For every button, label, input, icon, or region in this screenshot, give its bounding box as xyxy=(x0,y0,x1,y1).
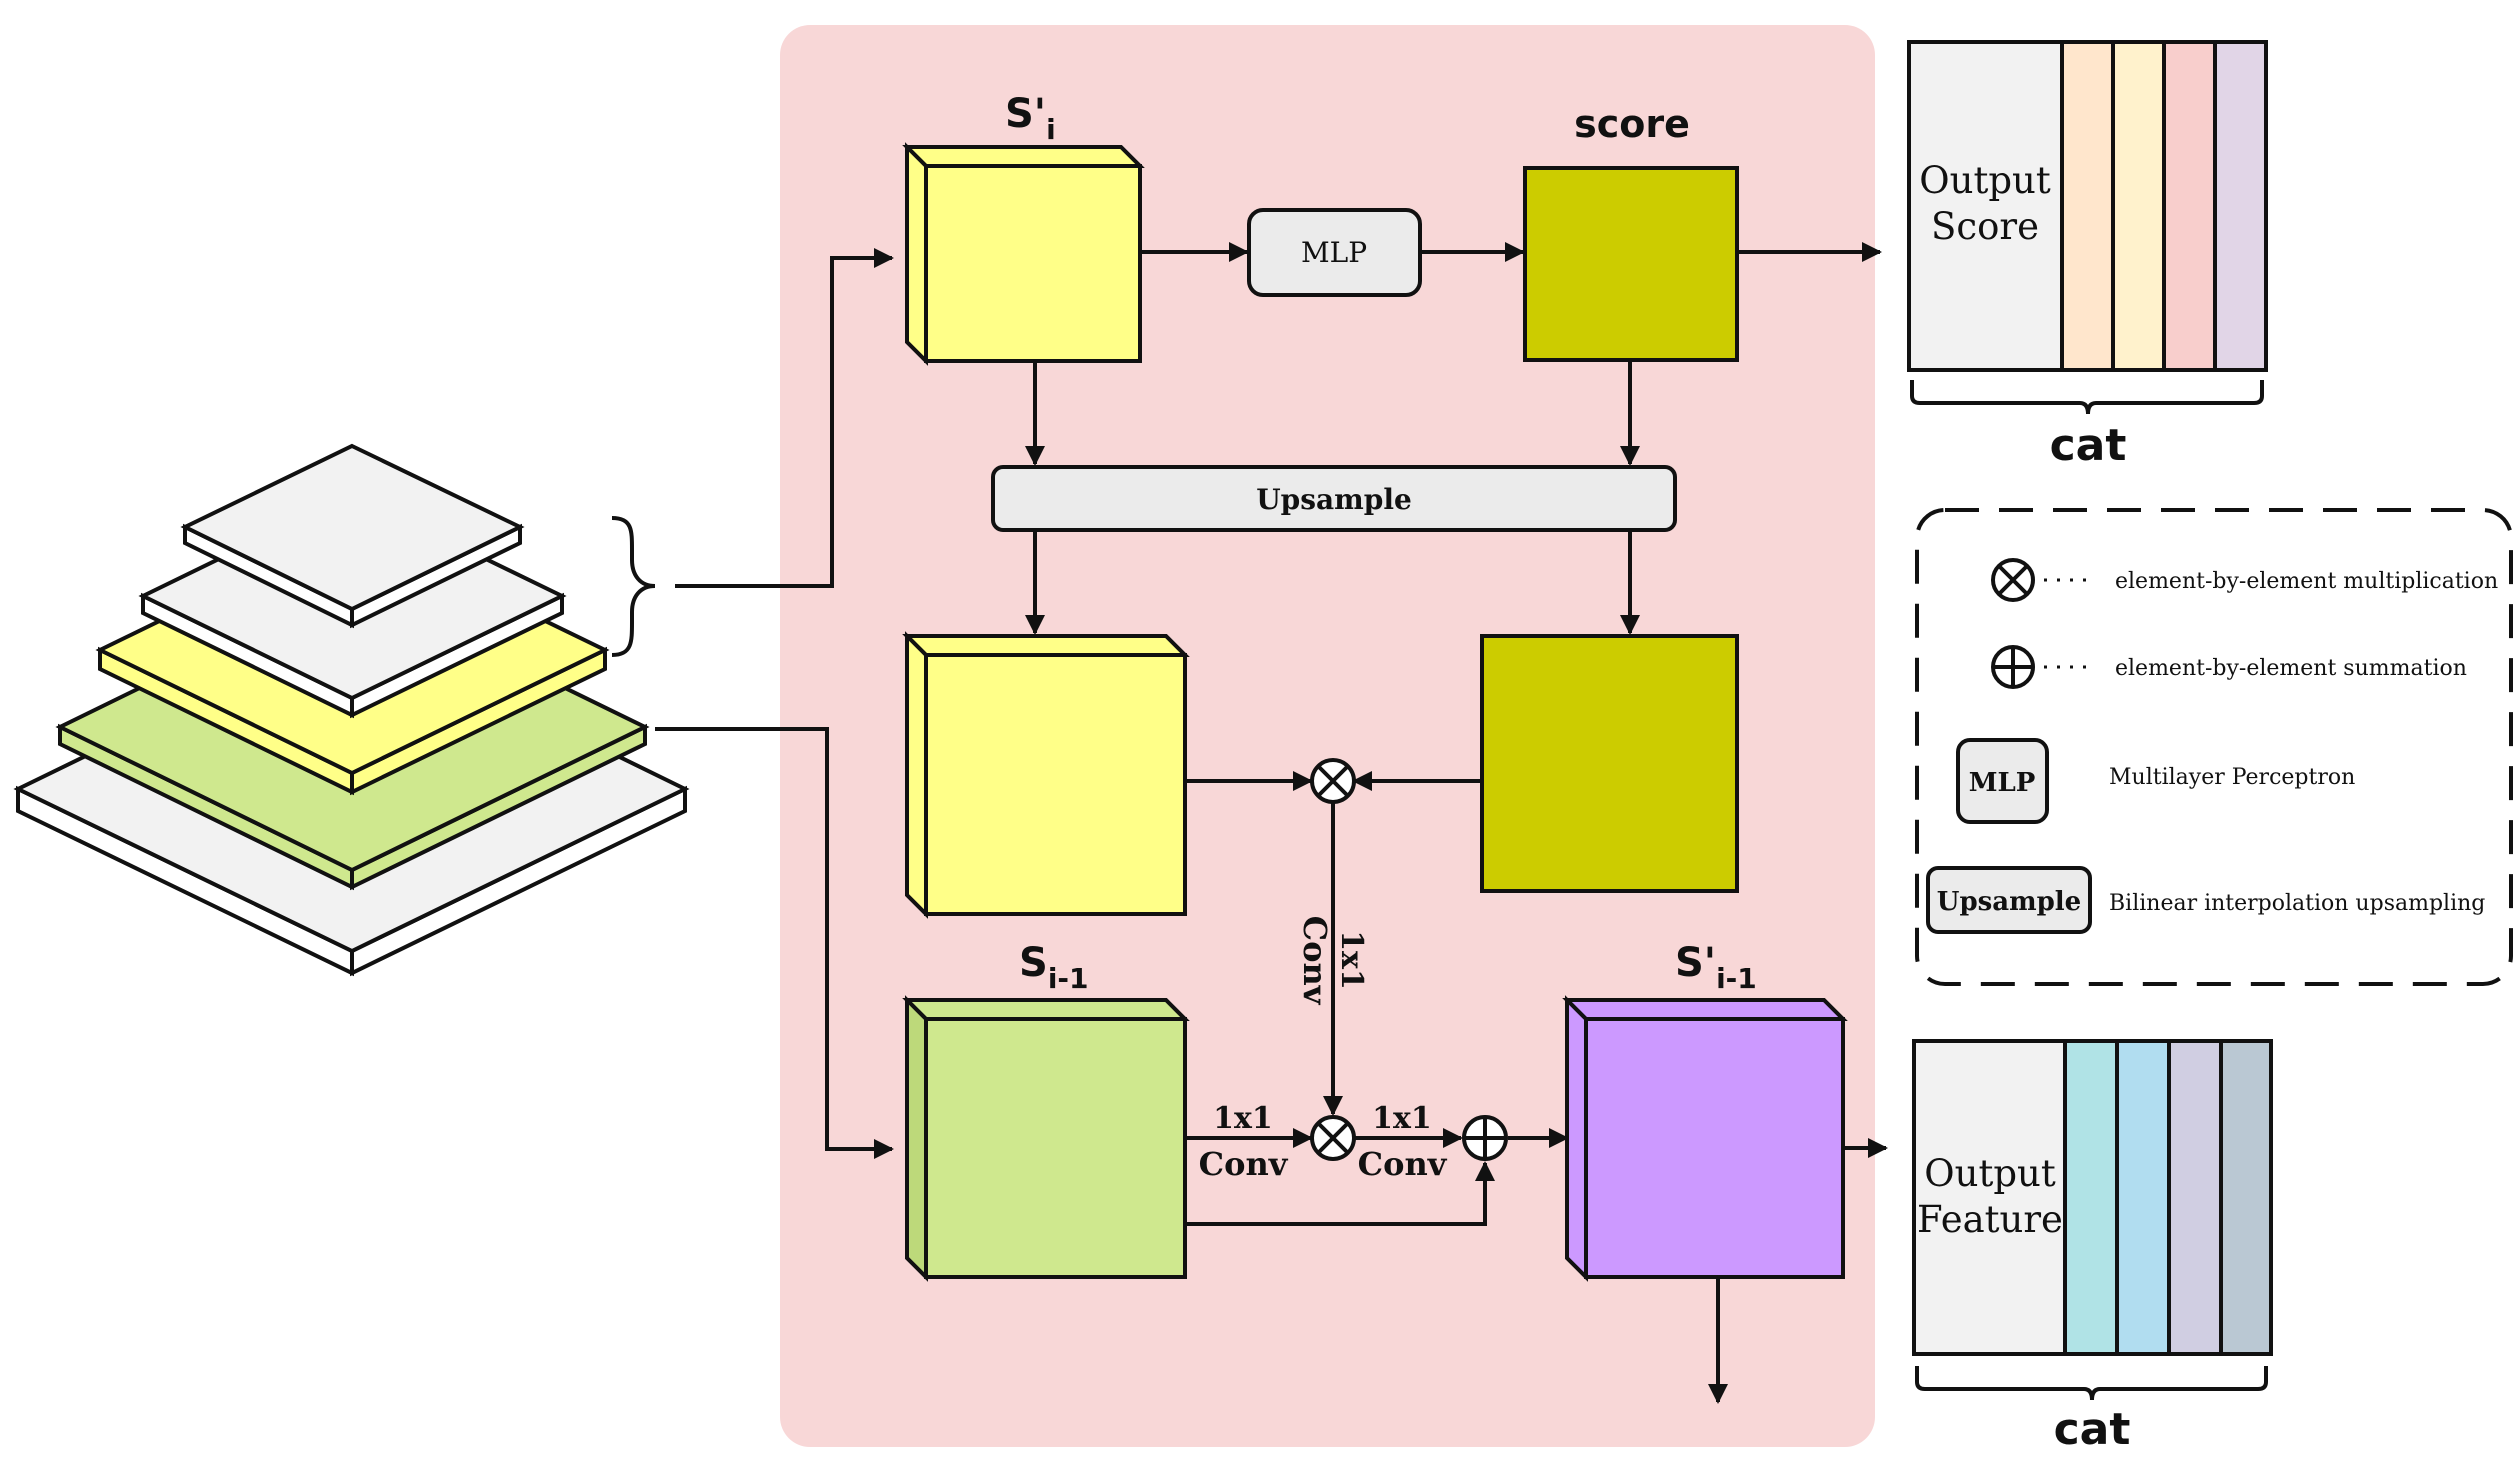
multiply-operator-bottom xyxy=(1310,1115,1356,1161)
legend-upsample-box xyxy=(1926,866,2092,934)
svg-text:1x1: 1x1 xyxy=(1372,1101,1432,1136)
legend-multiply-icon xyxy=(1991,558,2035,602)
legend: element-by-element multiplication elemen… xyxy=(1915,508,2513,986)
svg-text:1x1: 1x1 xyxy=(1334,930,1369,990)
score-strip-4 xyxy=(2213,40,2268,372)
output-score-line1: Output xyxy=(1919,159,2051,202)
svg-text:Conv: Conv xyxy=(1358,1145,1448,1183)
svg-text:Conv: Conv xyxy=(1199,1145,1289,1183)
output-feature-line1: Output xyxy=(1924,1152,2056,1195)
pyramid-layer-top xyxy=(180,443,525,629)
score-block xyxy=(1523,166,1739,362)
legend-sum-text: element-by-element summation xyxy=(2115,656,2467,681)
score-strip-1 xyxy=(2060,40,2115,372)
mlp-label: MLP xyxy=(1301,236,1367,269)
upsampled-score-block xyxy=(1480,634,1739,893)
label-s-i-minus-1: Si-1 xyxy=(1019,940,1089,995)
arrow-brace-to-si xyxy=(675,248,894,588)
conv-label-left: 1x1 Conv xyxy=(1199,1101,1289,1183)
output-score-stack: Output Score cat xyxy=(1907,40,2268,471)
svg-text:1x1: 1x1 xyxy=(1213,1101,1273,1136)
feature-strip-2 xyxy=(2115,1039,2171,1356)
legend-sum-icon xyxy=(1991,645,2035,689)
output-score-brace xyxy=(1910,380,2264,415)
label-s-i-prime: S'i xyxy=(1005,91,1056,146)
output-feature-cat: cat xyxy=(2054,1404,2131,1455)
legend-mlp-label: MLP xyxy=(1969,768,2036,798)
output-feature-line2: Feature xyxy=(1917,1198,2063,1241)
mlp-block xyxy=(1247,208,1422,297)
output-score-line2: Score xyxy=(1931,205,2039,248)
multiply-operator-top xyxy=(1310,758,1356,804)
legend-mult-text: element-by-element multiplication xyxy=(2115,569,2498,594)
legend-upsample-label: Upsample xyxy=(1937,887,2081,917)
output-score-cat: cat xyxy=(2050,420,2127,471)
legend-mlp-text: Multilayer Perceptron xyxy=(2109,765,2355,790)
conv-label-vertical: 1x1 Conv xyxy=(1296,916,1369,1006)
label-score: score xyxy=(1574,102,1690,146)
legend-upsample-text: Bilinear interpolation upsampling xyxy=(2109,891,2485,916)
conv-label-right: 1x1 Conv xyxy=(1358,1101,1448,1183)
feature-strip-1 xyxy=(2063,1039,2119,1356)
legend-mlp-box xyxy=(1956,738,2049,824)
cube-s-i-minus-1 xyxy=(902,995,1190,1282)
label-s-prime-i-minus-1: S'i-1 xyxy=(1675,940,1757,995)
upsample-label: Upsample xyxy=(1256,483,1412,516)
pyramid-brace xyxy=(611,516,656,657)
score-strip-3 xyxy=(2162,40,2217,372)
arrow-skip-to-sum xyxy=(1185,1161,1495,1226)
feature-strip-4 xyxy=(2219,1039,2273,1356)
legend-frame xyxy=(1915,508,2513,986)
output-feature-stack: Output Feature cat xyxy=(1912,1039,2273,1455)
cube-s-i-prime xyxy=(902,142,1145,366)
feature-strip-3 xyxy=(2167,1039,2223,1356)
cube-s-prime-i-minus-1 xyxy=(1562,995,1848,1282)
output-feature-brace xyxy=(1915,1366,2268,1401)
sum-operator xyxy=(1462,1115,1508,1161)
arrow-green-to-si-1 xyxy=(655,727,894,1159)
cube-upsampled-feature xyxy=(902,631,1190,919)
svg-text:Conv: Conv xyxy=(1296,916,1334,1006)
upsample-block xyxy=(991,465,1677,532)
feature-pyramid-stack xyxy=(13,443,690,977)
score-strip-2 xyxy=(2111,40,2166,372)
